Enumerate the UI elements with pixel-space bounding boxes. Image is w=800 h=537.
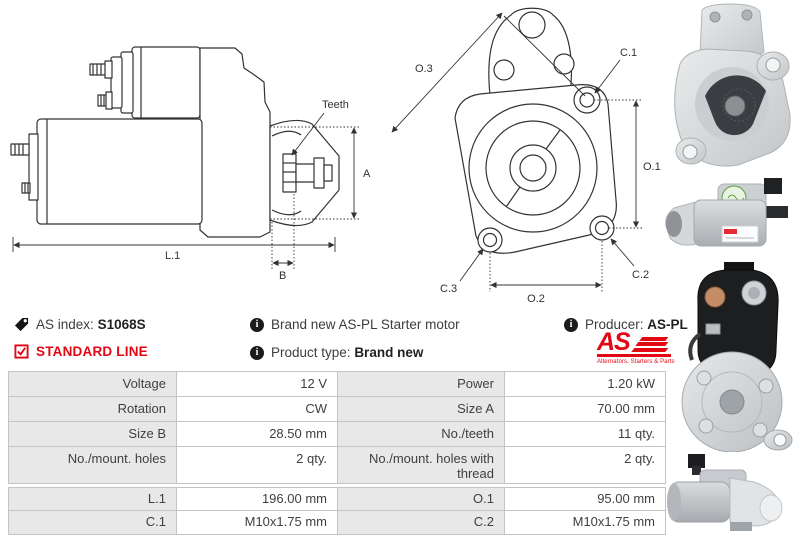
description-text: Brand new AS-PL Starter motor bbox=[271, 317, 460, 332]
dim-o3-label: O.3 bbox=[415, 63, 433, 75]
spec-label: O.1 bbox=[338, 488, 504, 510]
product-description: i Brand new AS-PL Starter motor bbox=[250, 317, 460, 332]
spec-table-electrical: Voltage 12 V Power 1.20 kW Rotation CW S… bbox=[8, 371, 666, 484]
spec-value: 28.50 mm bbox=[177, 422, 337, 446]
dim-l1-label: L.1 bbox=[165, 250, 180, 262]
standard-line-text: STANDARD LINE bbox=[36, 344, 148, 359]
spec-value: 11 qty. bbox=[505, 422, 665, 446]
product-type-text: Product type: Brand new bbox=[271, 345, 424, 360]
spec-label: Voltage bbox=[9, 372, 176, 396]
producer: i Producer: AS-PL bbox=[564, 317, 688, 332]
spec-value: 2 qty. bbox=[177, 447, 337, 483]
producer-text: Producer: AS-PL bbox=[585, 317, 688, 332]
dim-c1-label: C.1 bbox=[620, 47, 637, 59]
dim-a-label: A bbox=[363, 168, 371, 180]
spec-label: C.2 bbox=[338, 511, 504, 534]
spec-value: 70.00 mm bbox=[505, 397, 665, 421]
aspl-logo: AS Alternators, Starters & Parts bbox=[597, 328, 675, 365]
spec-label: Rotation bbox=[9, 397, 176, 421]
logo-bar bbox=[597, 354, 671, 357]
as-index-text: AS index: S1068S bbox=[36, 317, 146, 332]
info-icon: i bbox=[250, 345, 264, 360]
info-icon: i bbox=[564, 317, 578, 332]
spec-table-dimensions: L.1 196.00 mm O.1 95.00 mm C.1 M10x1.75 … bbox=[8, 487, 666, 535]
spec-label: No./mount. holes bbox=[9, 447, 176, 483]
product-photo-side bbox=[665, 178, 788, 247]
spec-label: No./teeth bbox=[338, 422, 504, 446]
spec-value: 2 qty. bbox=[505, 447, 665, 483]
spec-value: CW bbox=[177, 397, 337, 421]
tag-icon bbox=[14, 317, 29, 332]
logo-tagline: Alternators, Starters & Parts bbox=[597, 358, 675, 365]
info-icon: i bbox=[250, 317, 264, 332]
spec-value: 12 V bbox=[177, 372, 337, 396]
as-index: AS index: S1068S bbox=[14, 317, 146, 332]
starter-front-view-drawing: O.3 C.1 O.1 C.2 C.3 O.2 bbox=[391, 7, 661, 305]
teeth-label: Teeth bbox=[322, 99, 349, 111]
dim-c2-label: C.2 bbox=[632, 269, 649, 281]
spec-label: Size A bbox=[338, 397, 504, 421]
spec-label: L.1 bbox=[9, 488, 176, 510]
starter-side-view-drawing: Teeth A L.1 B bbox=[10, 46, 371, 282]
spec-value: M10x1.75 mm bbox=[505, 511, 665, 534]
spec-value: 196.00 mm bbox=[177, 488, 337, 510]
product-type: i Product type: Brand new bbox=[250, 345, 423, 360]
spec-value: M10x1.75 mm bbox=[177, 511, 337, 534]
standard-line: STANDARD LINE bbox=[14, 344, 148, 359]
product-photo-angle bbox=[667, 454, 783, 531]
spec-label: C.1 bbox=[9, 511, 176, 534]
spec-value: 95.00 mm bbox=[505, 488, 665, 510]
dim-c3-label: C.3 bbox=[440, 283, 457, 295]
logo-stripes bbox=[631, 336, 669, 351]
spec-label: No./mount. holes with thread bbox=[338, 447, 504, 483]
dim-b-label: B bbox=[279, 270, 286, 282]
spec-value: 1.20 kW bbox=[505, 372, 665, 396]
logo-text: AS bbox=[597, 328, 631, 356]
spec-label: Size B bbox=[9, 422, 176, 446]
dim-o2-label: O.2 bbox=[527, 293, 545, 305]
dim-o1-label: O.1 bbox=[643, 161, 661, 173]
product-photo-rear bbox=[681, 262, 793, 452]
product-photo-front bbox=[674, 3, 791, 167]
spec-label: Power bbox=[338, 372, 504, 396]
checkbox-checked-icon bbox=[14, 344, 29, 359]
